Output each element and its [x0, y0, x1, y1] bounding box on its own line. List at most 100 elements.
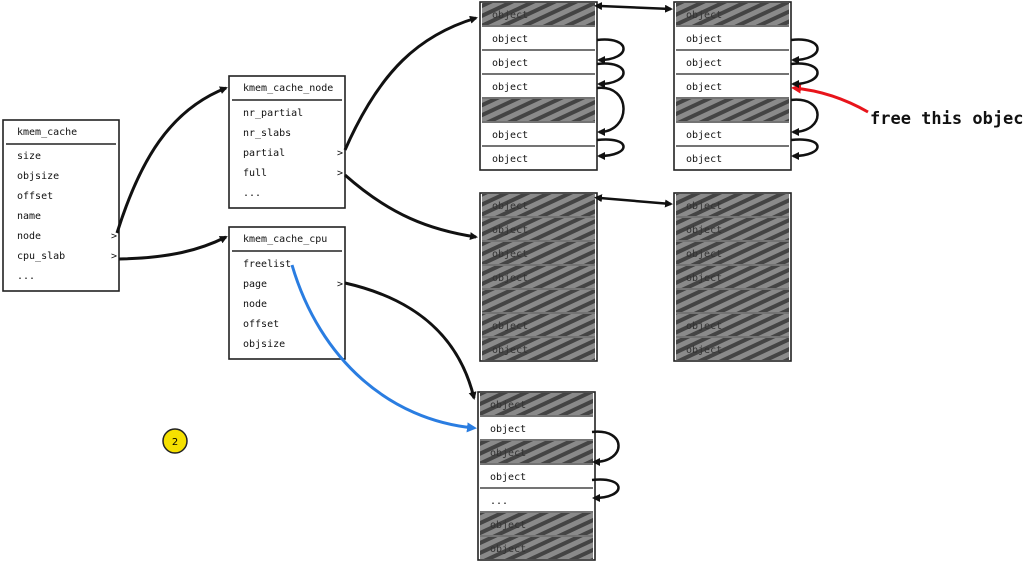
free-object: object [480, 417, 593, 439]
object-label: object [686, 225, 722, 236]
object-label: object [492, 10, 528, 21]
pointer-chevron-icon: > [111, 231, 117, 242]
object-label: object [492, 249, 528, 260]
freelist-next-arrow [596, 62, 625, 88]
slab-list-link-arrow [594, 2, 673, 13]
free-object: object [676, 75, 789, 97]
allocated-object [676, 99, 789, 121]
object-label: object [686, 10, 722, 21]
freelist-next-arrow [591, 430, 620, 466]
kmem-cache-cpu-struct: kmem_cache_cpu freelist page > node offset obj… [228, 226, 346, 360]
struct-field: objsize [17, 171, 59, 182]
struct-field: name [17, 211, 41, 222]
free-object: object [676, 147, 789, 169]
allocated-object: object [676, 314, 789, 336]
kmem-cache-struct: kmem_cachesizeobjsizeoffsetnamenode>cpu_… [2, 119, 120, 292]
free-object: object [676, 27, 789, 49]
step-badge: 2 [162, 428, 188, 454]
struct-field: offset [17, 191, 53, 202]
struct-field: node [243, 299, 267, 310]
object-label: object [490, 424, 526, 435]
struct-title: kmem_cache_cpu [243, 234, 327, 245]
kmem-cache-node-struct: kmem_cache_node nr_partial nr_slabspartial… [228, 75, 346, 209]
full-slab-1: object object object object object object [479, 192, 598, 362]
free-object: object [480, 465, 593, 487]
object-label: object [686, 154, 722, 165]
allocated-object: object [480, 393, 593, 415]
struct-title: kmem_cache_node [243, 83, 333, 94]
free-object-pointer-arrow [791, 83, 869, 114]
allocated-object: object [676, 194, 789, 216]
free-this-object-label: free this object [870, 109, 1024, 129]
object-label: object [492, 345, 528, 356]
allocated-object: object [482, 266, 595, 288]
allocated-object: object [482, 3, 595, 25]
struct-field: ... [243, 188, 261, 199]
free-object: object [482, 27, 595, 49]
allocated-object: object [676, 3, 789, 25]
object-label: object [492, 58, 528, 69]
object-label: object [686, 273, 722, 284]
partial-arrow [343, 15, 478, 151]
object-label: object [490, 400, 526, 411]
allocated-object: object [482, 194, 595, 216]
struct-title: kmem_cache [17, 127, 77, 138]
struct-field: freelist [243, 259, 291, 270]
struct-field: offset [243, 319, 279, 330]
object-label: object [490, 544, 526, 555]
freelist-next-arrow [596, 138, 625, 160]
node-arrow [115, 86, 228, 234]
object-label: object [492, 130, 528, 141]
object-label: object [686, 34, 722, 45]
struct-field: size [17, 151, 41, 162]
struct-field: full [243, 168, 267, 179]
object-label: object [686, 321, 722, 332]
allocated-object [482, 290, 595, 312]
allocated-object: object [480, 513, 593, 535]
struct-field: nr_partial [243, 108, 303, 119]
struct-field: page [243, 279, 267, 290]
freelist-next-arrow [790, 38, 819, 64]
struct-field: objsize [243, 339, 285, 350]
object-label: object [490, 520, 526, 531]
allocated-object: object [482, 314, 595, 336]
object-label: object [492, 273, 528, 284]
struct-field: partial [243, 148, 285, 159]
free-object: object [482, 75, 595, 97]
allocated-object: object [676, 218, 789, 240]
allocated-object: object [482, 218, 595, 240]
struct-field: nr_slabs [243, 128, 291, 139]
page-arrow [344, 281, 477, 400]
allocated-object [482, 99, 595, 121]
object-label: object [686, 249, 722, 260]
allocated-object: object [676, 242, 789, 264]
cpu-slab-arrow [118, 235, 228, 261]
freelist-next-arrow [596, 38, 625, 64]
object-label: object [492, 34, 528, 45]
allocated-object: object [676, 338, 789, 360]
allocated-object: object [480, 537, 593, 559]
free-object: object [482, 123, 595, 145]
object-label: object [490, 472, 526, 483]
full-arrow [344, 173, 478, 241]
free-object: ... [480, 489, 593, 511]
pointer-chevron-icon: > [337, 168, 343, 179]
allocated-object: object [482, 242, 595, 264]
freelist-next-arrow [790, 98, 819, 136]
free-object: object [676, 51, 789, 73]
free-object: object [482, 51, 595, 73]
object-label: object [686, 345, 722, 356]
allocated-object [676, 290, 789, 312]
freelist-next-arrow [790, 62, 819, 88]
pointer-chevron-icon: > [111, 251, 117, 262]
allocated-object: object [676, 266, 789, 288]
object-label: object [492, 201, 528, 212]
struct-field: cpu_slab [17, 251, 65, 262]
pointer-chevron-icon: > [337, 279, 343, 290]
pointer-chevron-icon: > [337, 148, 343, 159]
free-object: object [676, 123, 789, 145]
